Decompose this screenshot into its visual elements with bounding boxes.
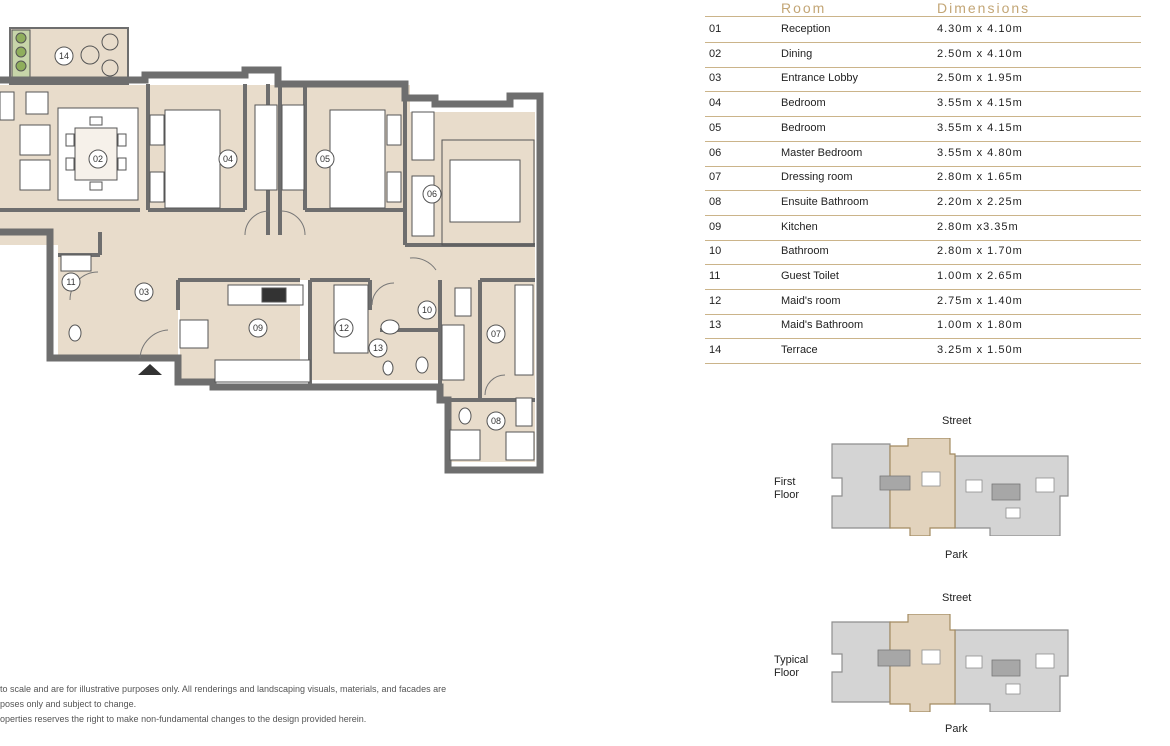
room-tag: 14 [59,51,69,61]
room-number: 09 [709,220,722,233]
room-dimensions: 3.55m x 4.15m [937,97,1023,110]
disclaimer-line: poses only and subject to change. [0,699,137,709]
walls [0,66,544,474]
room-dimensions: 3.55m x 4.15m [937,121,1023,134]
table-row: 07 Dressing room 2.80m x 1.65m [705,165,1141,192]
door-swings [69,210,506,396]
room-number: 12 [709,294,722,307]
room-name: Terrace [781,344,818,357]
room-number: 10 [709,245,722,258]
terrace-planters [11,29,119,83]
room-name: Ensuite Bathroom [781,195,869,208]
room-number: 04 [709,97,722,110]
room-tag: 07 [491,329,501,339]
table-row: 14 Terrace 3.25m x 1.50m [705,338,1141,365]
table-row: 06 Master Bedroom 3.55m x 4.80m [705,141,1141,167]
room-number: 07 [709,171,722,184]
room-dimensions: 3.25m x 1.50m [937,344,1023,357]
table-row: 10 Bathroom 2.80m x 1.70m [705,239,1141,266]
room-number: 05 [709,121,722,134]
room-name: Reception [781,23,831,35]
room-name: Maid's room [781,294,841,307]
room-name: Bedroom [781,97,826,110]
disclaimer-text: to scale and are for illustrative purpos… [0,682,560,727]
room-tag: 08 [491,416,501,426]
keyplan-diagram [831,614,1069,712]
room-dimensions: 3.55m x 4.80m [937,146,1023,159]
room-name: Master Bedroom [781,146,863,159]
room-tag: 03 [139,287,149,297]
room-name: Guest Toilet [781,270,839,282]
keyplan-top-label: Street [942,592,972,604]
furniture [0,91,535,461]
room-tag: 06 [427,189,437,199]
room-number: 01 [709,23,722,35]
room-name: Maid's Bathroom [781,319,864,332]
room-number: 13 [709,319,722,332]
header-dimensions: Dimensions [937,0,1031,16]
room-tag: 10 [422,305,432,315]
table-row: 11 Guest Toilet 1.00m x 2.65m [705,264,1141,290]
room-dimensions: 2.75m x 1.40m [937,294,1023,307]
room-name: Bathroom [781,245,829,258]
header-room: Room [781,0,827,16]
room-dimensions: 1.00m x 1.80m [937,319,1023,332]
floor-plan: 14 02 04 05 06 11 03 09 12 13 10 07 08 [0,27,544,474]
room-number: 14 [709,344,722,357]
room-number: 11 [709,270,721,282]
table-row: 02 Dining 2.50m x 4.10m [705,42,1141,68]
table-row: 09 Kitchen 2.80m x3.35m [705,215,1141,241]
header-rule [705,16,1141,17]
room-name: Entrance Lobby [781,72,859,85]
disclaimer-line: to scale and are for illustrative purpos… [0,684,447,694]
keyplan-top-label: Street [942,415,972,427]
room-tag: 04 [223,154,233,164]
table-row: 08 Ensuite Bathroom 2.20m x 2.25m [705,190,1141,216]
entrance-arrow [138,364,162,375]
room-dimensions: 2.80m x3.35m [937,220,1019,233]
room-dimensions: 2.80m x 1.70m [937,245,1023,258]
room-dimensions: 2.20m x 2.25m [937,195,1023,208]
room-number: 02 [709,47,722,60]
keyplan-diagram [831,438,1069,536]
keyplan-bottom-label: Park [945,549,968,561]
room-tag: 05 [320,154,330,164]
room-name: Dressing room [781,171,853,184]
room-name: Kitchen [781,220,818,233]
room-name: Bedroom [781,121,826,134]
room-tag: 09 [253,323,263,333]
room-tags: 14 02 04 05 06 11 03 09 12 13 10 07 08 [54,46,506,431]
room-name: Dining [781,47,813,60]
room-number: 06 [709,146,722,159]
room-dimensions: 4.30m x 4.10m [937,23,1023,35]
table-row: 04 Bedroom 3.55m x 4.15m [705,91,1141,118]
table-row: 03 Entrance Lobby 2.50m x 1.95m [705,66,1141,93]
room-number: 03 [709,72,722,85]
keyplan-bottom-label: Park [945,723,968,735]
room-tag: 02 [93,154,103,164]
table-row: 05 Bedroom 3.55m x 4.15m [705,116,1141,142]
room-tag: 11 [66,277,75,287]
room-dimensions: 2.50m x 4.10m [937,47,1023,60]
room-dimensions: 2.80m x 1.65m [937,171,1023,184]
room-dimensions: 2.50m x 1.95m [937,72,1023,85]
room-tag: 13 [373,343,383,353]
table-row: 12 Maid's room 2.75m x 1.40m [705,289,1141,315]
table-row: 01 Reception 4.30m x 4.10m [705,17,1141,43]
room-number: 08 [709,195,722,208]
room-dimensions: 1.00m x 2.65m [937,270,1023,282]
disclaimer-line: operties reserves the right to make non-… [0,714,367,724]
table-row: 13 Maid's Bathroom 1.00m x 1.80m [705,313,1141,340]
room-tag: 12 [339,323,349,333]
